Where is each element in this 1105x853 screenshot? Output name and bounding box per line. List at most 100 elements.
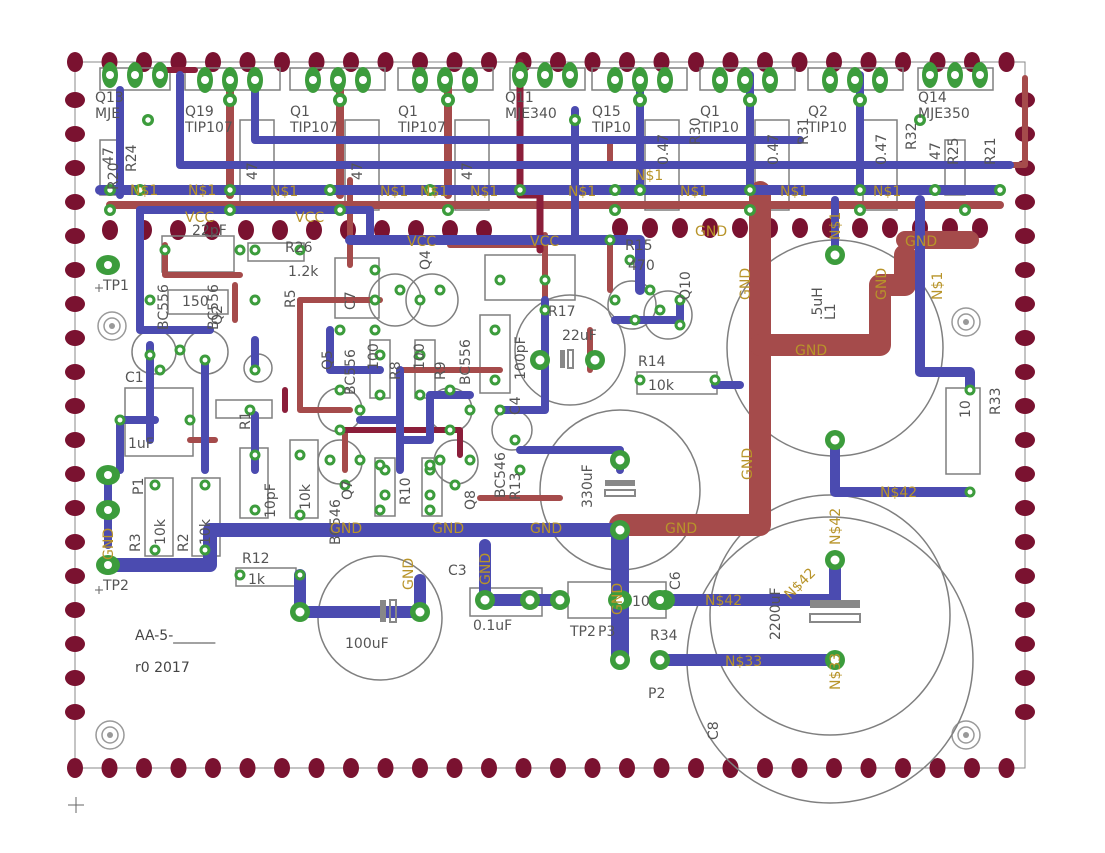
pad bbox=[134, 184, 146, 196]
pad bbox=[334, 324, 346, 336]
label-resistors-r10: R10 bbox=[398, 477, 414, 505]
pad bbox=[334, 424, 346, 436]
edge-pad bbox=[732, 218, 748, 238]
edge-pad bbox=[308, 52, 325, 72]
label-misc-p1: P1 bbox=[131, 478, 147, 495]
label-nets-n1v2: N$1 bbox=[930, 272, 946, 300]
edge-pad bbox=[1015, 330, 1035, 346]
label-resistors-r8: R8 bbox=[388, 361, 404, 380]
edge-pad bbox=[481, 52, 497, 72]
label-nets-n1h: N$1 bbox=[780, 184, 808, 200]
pad bbox=[354, 404, 366, 416]
edge-pad bbox=[65, 364, 85, 380]
label-misc-l1: L1 bbox=[823, 303, 839, 320]
pad bbox=[324, 184, 336, 196]
pad bbox=[149, 544, 161, 556]
edge-pad bbox=[791, 758, 808, 778]
pad bbox=[414, 349, 426, 361]
label-nets-gnd4: GND bbox=[874, 268, 890, 300]
oval-pad bbox=[96, 255, 120, 275]
cap-22uf-outline bbox=[514, 294, 626, 406]
oval-pad bbox=[648, 590, 672, 610]
pad bbox=[144, 294, 156, 306]
edge-pad bbox=[274, 52, 290, 72]
pad bbox=[604, 234, 616, 246]
edge-pad bbox=[642, 218, 658, 238]
label-resistors-r2: R2 bbox=[176, 533, 192, 552]
pad bbox=[434, 284, 446, 296]
label-resistors-r32: R32 bbox=[904, 122, 920, 150]
oval-pad bbox=[330, 67, 346, 93]
edge-pad bbox=[1015, 364, 1035, 380]
pad bbox=[174, 344, 186, 356]
label-resistors-r47a: 47 bbox=[101, 147, 117, 165]
pad bbox=[464, 454, 476, 466]
edge-pad bbox=[377, 52, 394, 72]
label-transistors-q19: Q19 bbox=[185, 104, 214, 120]
edge-pad bbox=[1015, 432, 1035, 448]
edge-pad bbox=[1015, 602, 1035, 618]
pad bbox=[825, 430, 845, 450]
pad bbox=[444, 384, 456, 396]
pad bbox=[959, 204, 971, 216]
label-transistors-bc1: BC556 bbox=[156, 284, 172, 330]
label-transistors-bc4: BC556 bbox=[458, 339, 474, 385]
label-resistors-r100b: 100 bbox=[412, 343, 428, 370]
oval-pad bbox=[947, 62, 963, 88]
label-transistors-q13v: MJE bbox=[95, 106, 120, 122]
edge-pad bbox=[65, 126, 85, 142]
edge-pad bbox=[65, 296, 85, 312]
pad bbox=[199, 479, 211, 491]
edge-pad bbox=[550, 52, 566, 72]
pad bbox=[334, 384, 346, 396]
oval-pad bbox=[537, 62, 553, 88]
edge-pad bbox=[65, 262, 85, 278]
pad bbox=[410, 602, 430, 622]
edge-pad bbox=[343, 52, 359, 72]
edge-pad bbox=[550, 758, 566, 778]
label-resistors-r21: R21 bbox=[983, 137, 999, 165]
label-nets-gnd3: GND bbox=[738, 268, 754, 300]
pad bbox=[929, 184, 941, 196]
label-nets-gnd14: GND bbox=[610, 583, 626, 615]
edge-pad bbox=[65, 704, 85, 720]
label-misc-tp2b: TP2 bbox=[569, 624, 596, 640]
edge-pad bbox=[619, 52, 635, 72]
oval-pad bbox=[822, 67, 838, 93]
label-nets-gnd6: GND bbox=[740, 448, 756, 480]
label-transistors-q14: Q14 bbox=[918, 90, 947, 106]
pad bbox=[569, 114, 581, 126]
label-resistors-v047a: 0.47 bbox=[656, 134, 672, 165]
pad bbox=[159, 244, 171, 256]
label-misc-p2: P2 bbox=[648, 686, 665, 702]
edge-pad bbox=[239, 52, 256, 72]
mounting-hole-top-right bbox=[951, 307, 981, 337]
edge-pad bbox=[65, 500, 85, 516]
edge-pad bbox=[702, 218, 718, 238]
pad bbox=[104, 204, 116, 216]
pad bbox=[489, 374, 501, 386]
edge-pad bbox=[1015, 466, 1035, 482]
edge-pad bbox=[205, 52, 221, 72]
label-nets-vcc4: VCC bbox=[530, 234, 559, 250]
edge-pad bbox=[272, 220, 288, 240]
label-resistors-r14: R14 bbox=[638, 354, 666, 370]
label-transistors-bc6: BC546 bbox=[493, 452, 509, 498]
edge-pad bbox=[377, 758, 394, 778]
pad bbox=[224, 184, 236, 196]
oval-pad bbox=[608, 590, 632, 610]
oval-pad bbox=[305, 67, 321, 93]
edge-pad bbox=[757, 758, 773, 778]
edge-pad bbox=[964, 758, 980, 778]
pad bbox=[825, 650, 845, 670]
label-transistors-q1cv: TIP10 bbox=[699, 120, 739, 136]
label-capacitors-c2200: 2200uF bbox=[768, 587, 784, 640]
pad bbox=[539, 304, 551, 316]
label-nets-n1i: N$1 bbox=[873, 184, 901, 200]
pad bbox=[374, 349, 386, 361]
edge-pad bbox=[239, 758, 256, 778]
label-resistors-r26v: 1.2k bbox=[288, 264, 319, 280]
label-nets-n33b: N$33 bbox=[828, 653, 844, 690]
edge-pad bbox=[67, 52, 83, 72]
label-nets-n1a: N$1 bbox=[130, 183, 158, 199]
